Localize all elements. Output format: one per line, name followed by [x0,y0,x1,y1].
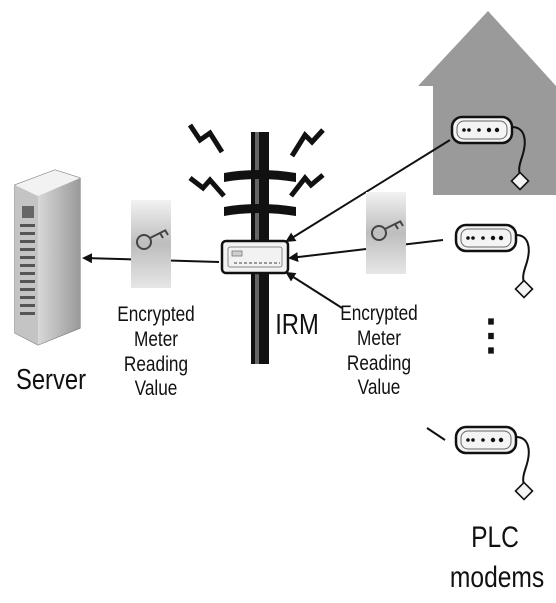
link-house-modem [285,139,451,243]
modem-ellipsis: ⋮ [470,311,512,358]
link-modem-4 [426,427,446,441]
irm-label: IRM [275,309,319,341]
irm-device-icon [220,239,290,275]
link-modem-3 [285,271,343,309]
server-tower-icon [14,169,81,346]
key-icon [371,220,404,241]
plc-modem-icon [454,223,534,299]
server-label: Server [15,364,87,396]
plc-modems-label: PLC modems [449,521,545,594]
encrypted-label-left: Encrypted Meter Reading Value [117,303,195,401]
key-panel-right [366,192,406,274]
key-panel-left [131,200,171,288]
wireless-signal-icon [187,123,325,198]
house-icon [418,11,556,195]
plc-modem-icon [454,425,534,501]
key-icon [136,229,169,250]
encrypted-label-right: Encrypted Meter Reading Value [340,302,418,400]
